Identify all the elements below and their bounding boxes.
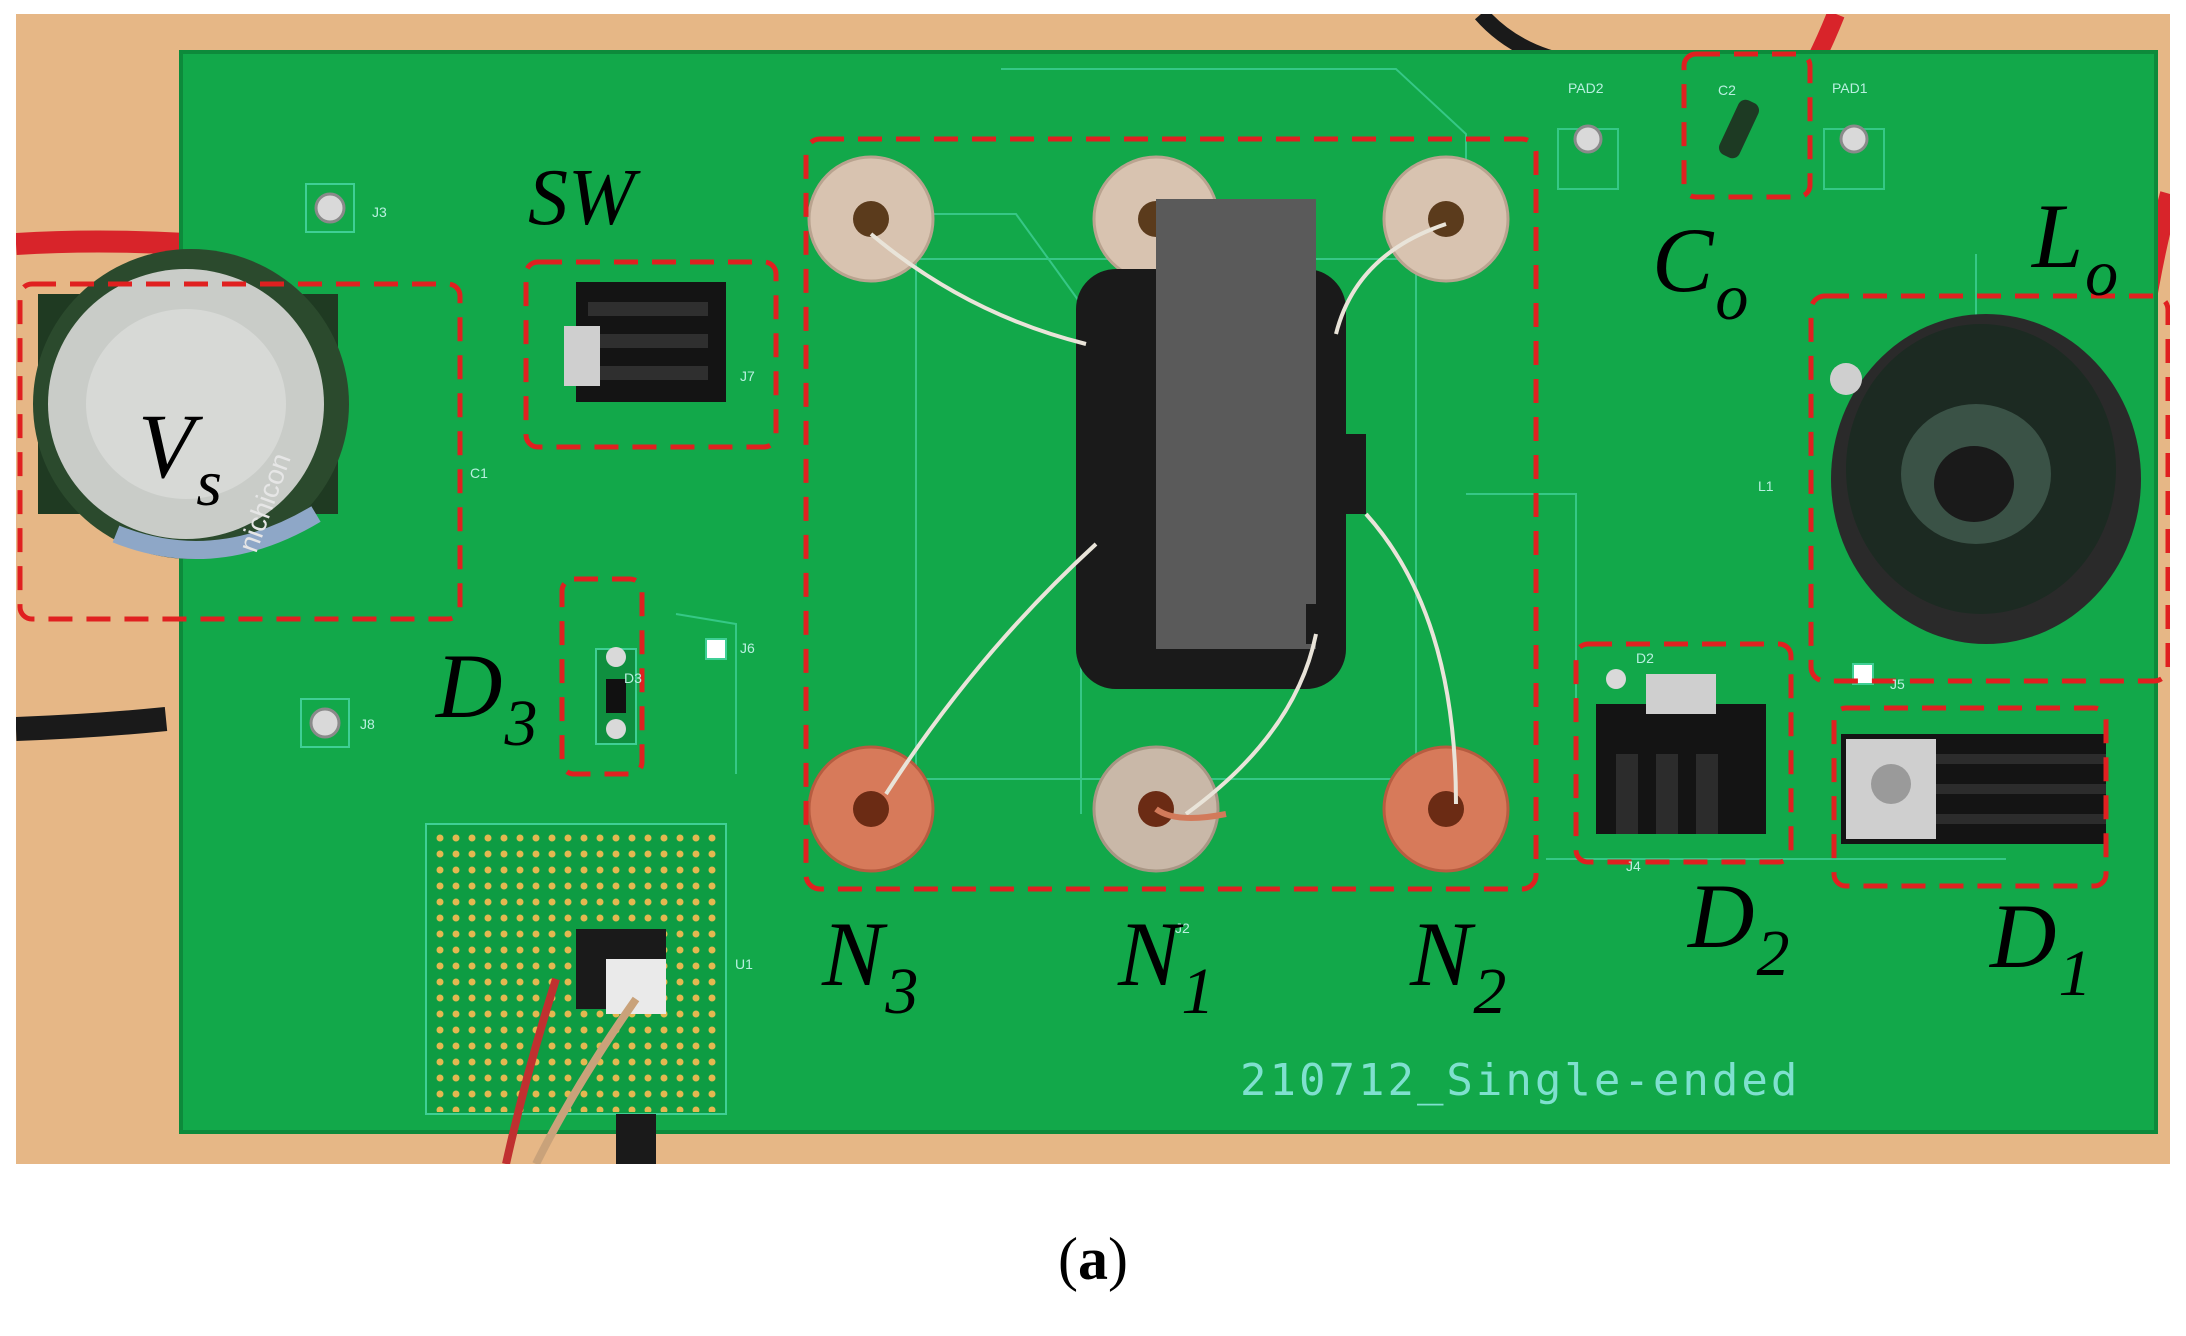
silk-c2: C2 (1718, 82, 1736, 98)
label-n1: N1 (1118, 903, 1215, 1028)
label-d2: D2 (1688, 865, 1790, 990)
figure-caption: (a) (1058, 1226, 1128, 1292)
diode-d3 (595, 647, 637, 745)
silk-j8: J8 (360, 716, 375, 732)
box-lo (1808, 293, 2170, 684)
silk-pad1: PAD1 (1832, 80, 1868, 96)
label-d3: D3 (436, 635, 538, 760)
mounting-pads (300, 124, 1874, 748)
input-capacitor: nichicon (33, 249, 349, 559)
silk-pad2: PAD2 (1568, 80, 1604, 96)
transformer (1076, 199, 1366, 689)
box-d2 (1573, 641, 1794, 865)
box-sw (523, 259, 779, 450)
perfboard (425, 823, 727, 1164)
box-vs (17, 281, 463, 622)
label-vs: Vs (138, 395, 222, 520)
box-d1 (1831, 705, 2109, 889)
label-lo: Lo (2032, 185, 2119, 310)
silk-j7: J7 (740, 368, 755, 384)
output-capacitor (1718, 99, 1760, 159)
silk-d2: D2 (1636, 650, 1654, 666)
silk-l1: L1 (1758, 478, 1774, 494)
diode-d2-heatsink (1596, 669, 1766, 834)
switch-heatsink (564, 282, 726, 402)
box-transformer (803, 136, 1539, 892)
diode-d1-heatsink (1841, 734, 2106, 844)
label-n2: N2 (1410, 903, 1507, 1028)
silk-j5: J5 (1890, 676, 1905, 692)
silk-j4: J4 (1626, 858, 1641, 874)
winding-wires (869, 222, 1458, 821)
silk-c1: C1 (470, 465, 488, 481)
annotation-boxes (17, 51, 2170, 892)
silk-j6: J6 (740, 640, 755, 656)
silk-j2: J2 (1175, 920, 1190, 936)
box-d3 (559, 576, 645, 777)
black-wire-left (16, 707, 168, 741)
label-co: Co (1652, 209, 1749, 334)
label-d1: D1 (1990, 885, 2092, 1010)
pcb-photo: nichicon (16, 14, 2170, 1164)
box-co (1681, 51, 1813, 200)
silk-d3: D3 (624, 670, 642, 686)
label-n3: N3 (822, 903, 919, 1028)
silk-j3: J3 (372, 204, 387, 220)
transformer-pads (807, 155, 1510, 873)
board-title-silkscreen: 210712_Single-ended (1240, 1055, 1801, 1106)
red-wire-left (16, 230, 187, 255)
output-inductor (1830, 314, 2141, 644)
label-sw: SW (528, 154, 635, 242)
silk-u1: U1 (735, 956, 753, 972)
